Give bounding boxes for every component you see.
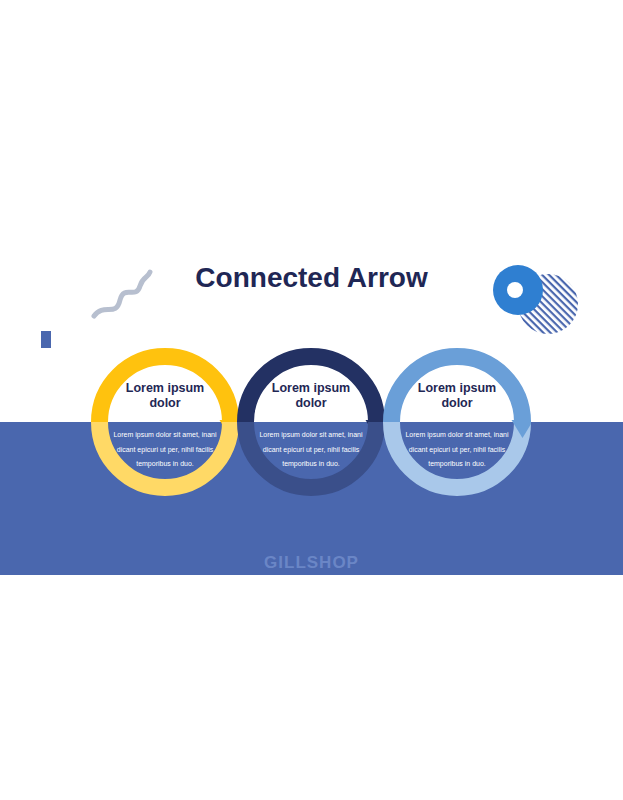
ring-body: Lorem ipsum dolor sit amet, inani dicant…: [404, 428, 510, 472]
ring-top: [392, 357, 523, 423]
ring-shape: [91, 348, 239, 496]
ring-hole: [507, 282, 523, 298]
watermark: GILLSHOP: [0, 553, 623, 573]
ring-heading: Lorem ipsum dolor: [261, 381, 361, 411]
ring-arrowhead: [512, 420, 532, 438]
ring-heading: Lorem ipsum dolor: [115, 381, 215, 411]
ring-shape: [383, 348, 531, 496]
ring-bottom: [392, 422, 523, 488]
small-rect: [41, 331, 51, 348]
ring-bottom: [246, 422, 377, 488]
blue-ring: [493, 265, 543, 315]
ring-body: Lorem ipsum dolor sit amet, inani dicant…: [112, 428, 218, 472]
ring-top: [100, 357, 231, 423]
ring-node: Lorem ipsum dolorLorem ipsum dolor sit a…: [91, 348, 239, 496]
squiggle: [94, 272, 150, 316]
ring-heading: Lorem ipsum dolor: [407, 381, 507, 411]
ring-shape: [237, 348, 385, 496]
ring-top: [246, 357, 377, 423]
ring-body: Lorem ipsum dolor sit amet, inani dicant…: [258, 428, 364, 472]
blue-band: [0, 422, 623, 575]
ring-node: Lorem ipsum dolorLorem ipsum dolor sit a…: [237, 348, 385, 496]
slide-title: Connected Arrow: [0, 262, 623, 294]
ring-node: Lorem ipsum dolorLorem ipsum dolor sit a…: [383, 348, 531, 496]
ring-bottom: [100, 422, 231, 488]
